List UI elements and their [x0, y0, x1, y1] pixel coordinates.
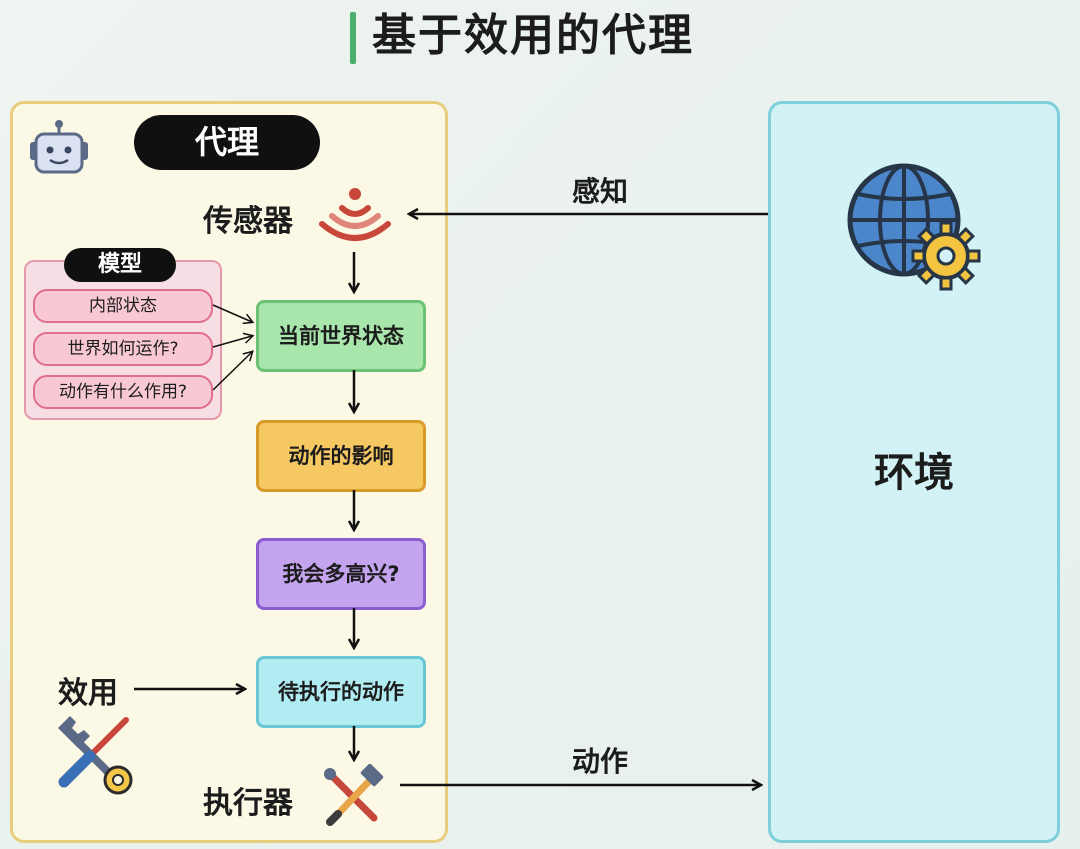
actuator-label: 执行器 [203, 786, 293, 821]
environment-label: 环境 [874, 450, 954, 496]
model-item-how-world-works: 世界如何运作? [33, 332, 213, 366]
signal-waves-icon [319, 188, 391, 241]
model-item-what-actions-do: 动作有什么作用? [33, 375, 213, 409]
happiness-box: 我会多高兴? [256, 538, 426, 610]
diagram-title: 基于效用的代理 [372, 10, 694, 61]
percept-label: 感知 [572, 175, 629, 208]
model-label: 模型 [64, 248, 176, 282]
action-effect-box: 动作的影响 [256, 420, 426, 492]
model-arrow-3 [212, 350, 254, 391]
globe-gear-icon [847, 163, 981, 291]
model-item-internal-state: 内部状态 [33, 289, 213, 323]
sensor-label: 传感器 [203, 204, 293, 239]
current-world-state-box: 当前世界状态 [256, 300, 426, 372]
agent-label: 代理 [134, 115, 320, 170]
model-arrow-1 [212, 304, 255, 325]
action-to-execute-box: 待执行的动作 [256, 656, 426, 728]
utility-label: 效用 [58, 676, 118, 711]
action-label: 动作 [572, 745, 629, 778]
title-accent-bar [350, 12, 356, 64]
model-arrow-2 [212, 332, 255, 348]
robot-icon [30, 120, 88, 174]
wrench-screwdriver-icon [58, 716, 133, 795]
hammer-wrench-icon [324, 764, 384, 826]
